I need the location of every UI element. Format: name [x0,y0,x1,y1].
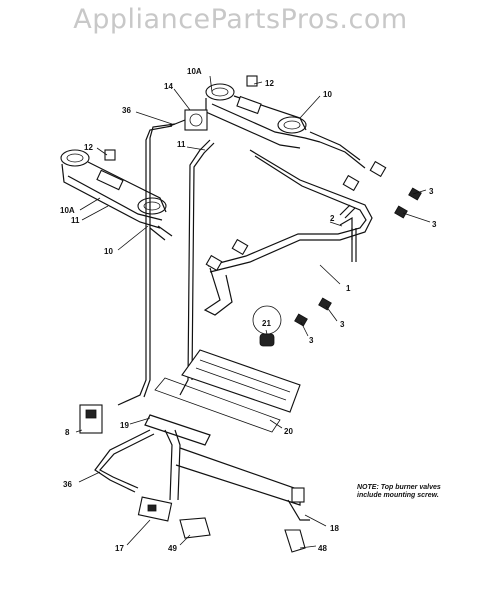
safety-valve-17 [137,496,173,522]
callout-10A-front: 10A [60,206,75,215]
note-line-2: include mounting screw. [357,492,439,499]
callout-21: 21 [262,319,271,328]
callout-12-front: 12 [84,143,93,152]
heat-shield-20 [154,349,301,433]
callout-19: 19 [120,421,129,430]
callout-10-rear: 10 [323,90,332,99]
callout-3-a: 3 [429,187,434,196]
rear-burner-assembly [205,83,366,169]
callout-11-rear: 11 [177,140,186,149]
callout-2: 2 [330,214,335,223]
gas-tube-36-lower [94,429,151,493]
watermark: AppliancePartsPros.com [73,4,408,35]
callout-11-front: 11 [71,216,80,225]
clip-48 [284,529,306,553]
leader-lines [75,75,431,549]
oven-burner-19 [144,414,301,506]
callout-12-rear: 12 [265,79,274,88]
part-8 [79,404,103,434]
callout-48: 48 [318,544,327,553]
burner-valves-3 [205,160,422,327]
valve-14 [169,109,208,131]
callout-3-c: 3 [340,320,345,329]
mounting-screw-note: NOTE: Top burner valves include mounting… [357,484,467,500]
gas-tube-36 [117,125,173,406]
callout-10-front: 10 [104,247,113,256]
callout-8: 8 [65,428,70,437]
callout-49: 49 [168,544,177,553]
callout-3-d: 3 [309,336,314,345]
callout-18: 18 [330,524,339,533]
callout-14: 14 [164,82,173,91]
bracket-18 [287,487,310,521]
bracket-49 [179,517,211,539]
gas-tube-11 [179,139,211,396]
callout-1: 1 [346,284,351,293]
note-line-1: NOTE: Top burner valves [357,484,441,491]
callout-20: 20 [284,427,293,436]
callout-10A-rear: 10A [187,67,202,76]
callout-36-top: 36 [122,106,131,115]
front-burner-assembly [60,149,173,241]
manifold-pipe-1 [203,149,373,316]
callout-17: 17 [115,544,124,553]
bracket-12-rear [246,75,258,87]
callout-36-bottom: 36 [63,480,72,489]
clip-2 [339,216,353,240]
callout-3-b: 3 [432,220,437,229]
bracket-12-front [104,149,116,161]
